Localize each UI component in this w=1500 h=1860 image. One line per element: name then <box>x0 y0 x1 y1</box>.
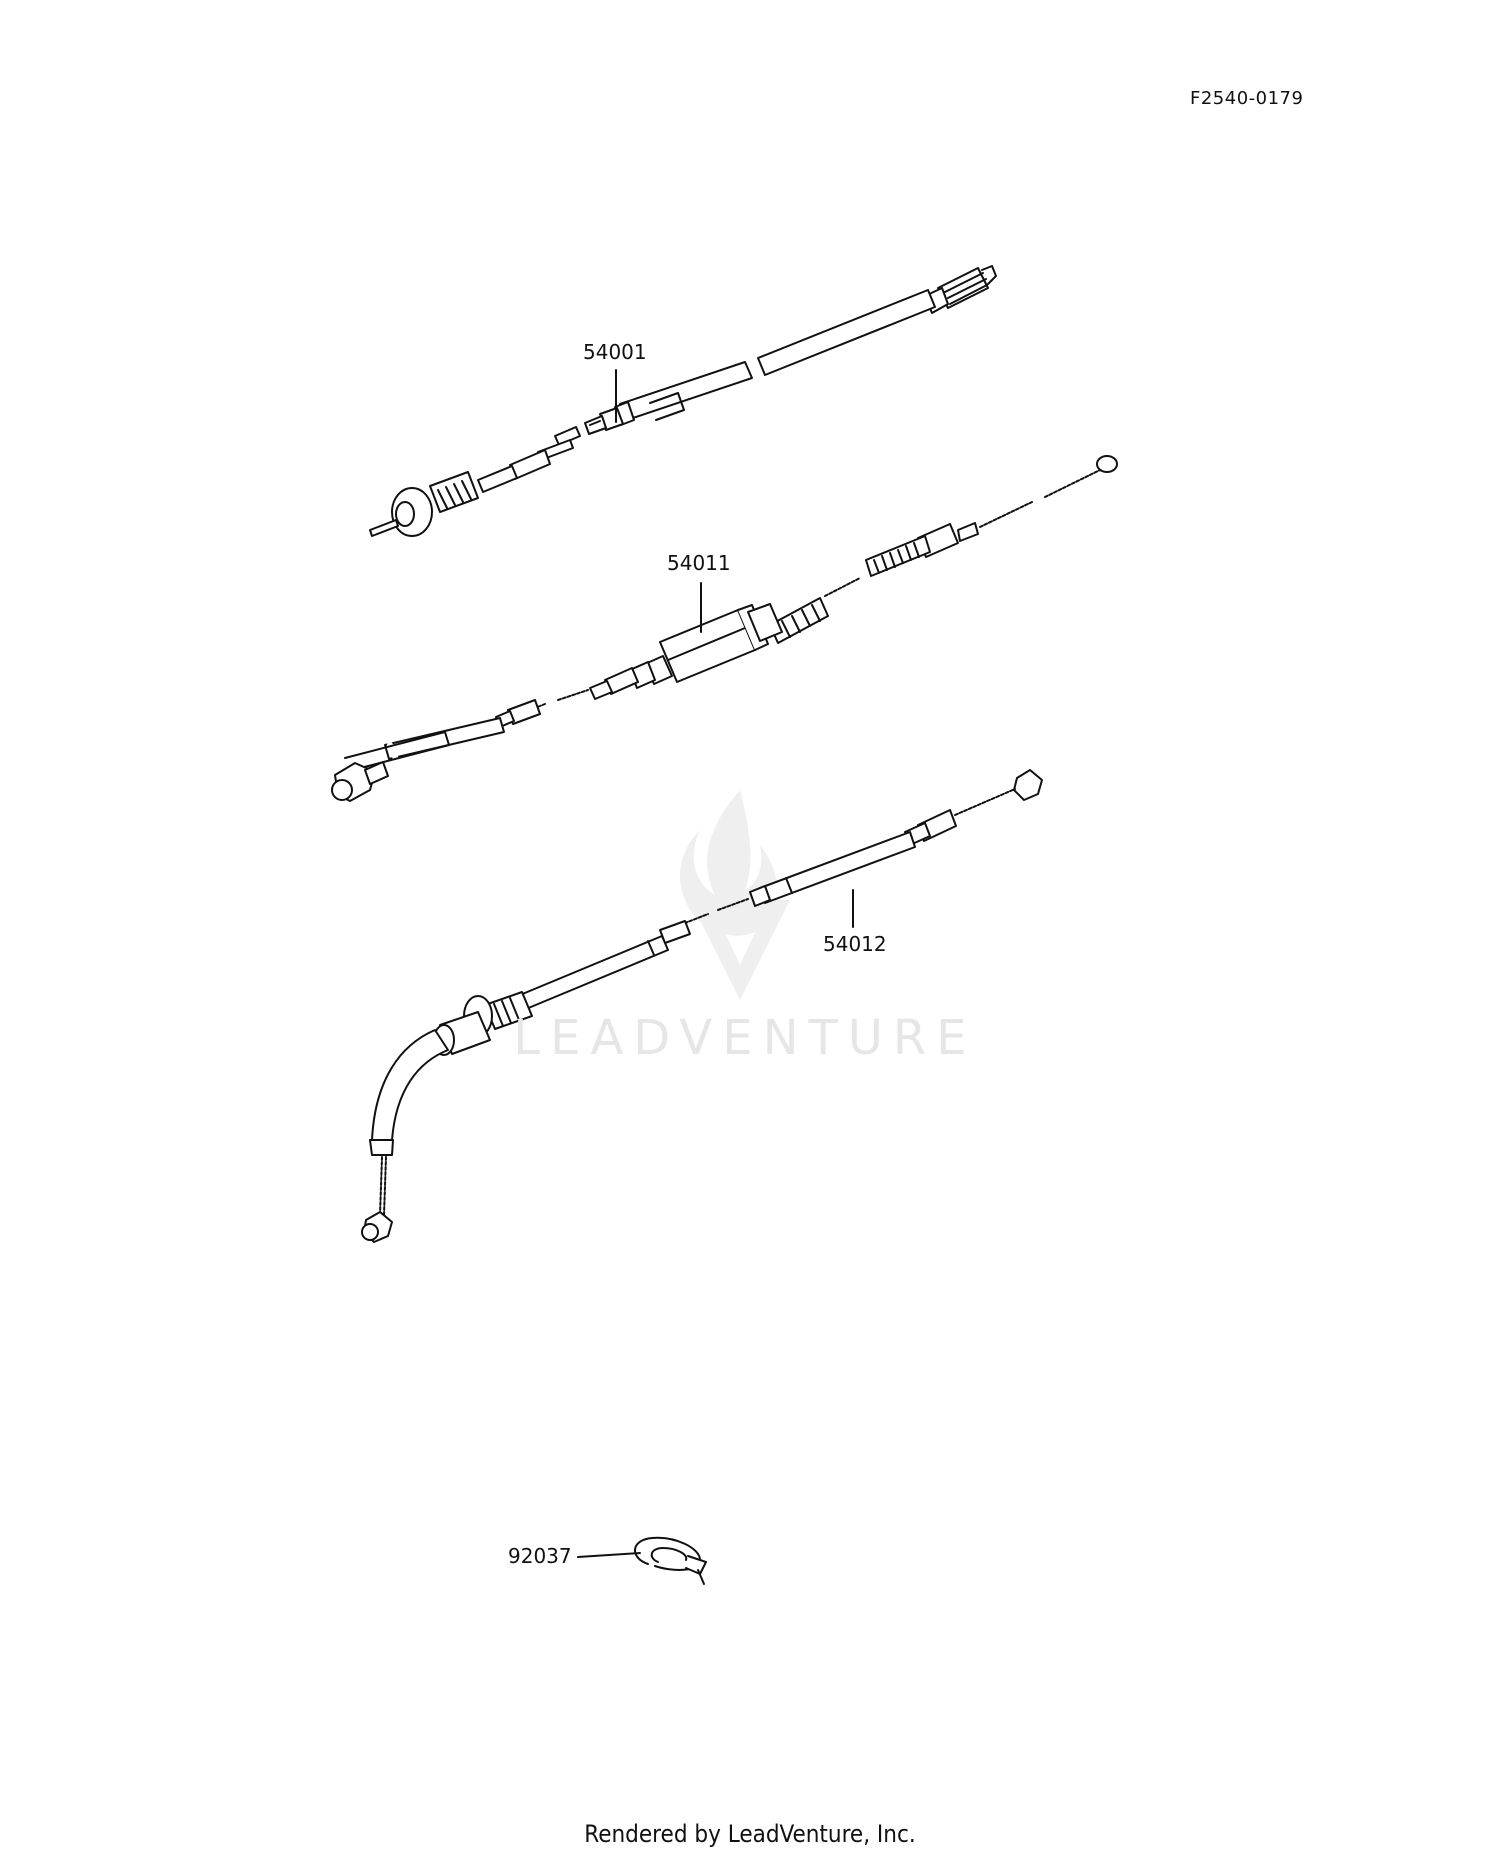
part-label-54012[interactable]: 54012 <box>823 932 887 956</box>
cable-clamp <box>634 1536 707 1585</box>
part-label-92037[interactable]: 92037 <box>508 1544 572 1568</box>
part-label-54011[interactable]: 54011 <box>667 551 731 575</box>
leader-lines <box>577 369 854 1558</box>
part-label-54001[interactable]: 54001 <box>583 340 647 364</box>
throttle-cable <box>361 769 1043 1243</box>
footer-credit: Rendered by LeadVenture, Inc. <box>584 1820 916 1848</box>
clutch-cable <box>331 455 1118 802</box>
watermark-text: LEADVENTURE <box>513 1010 977 1066</box>
speedometer-cable <box>369 265 997 537</box>
reference-code: F2540-0179 <box>1190 88 1304 109</box>
